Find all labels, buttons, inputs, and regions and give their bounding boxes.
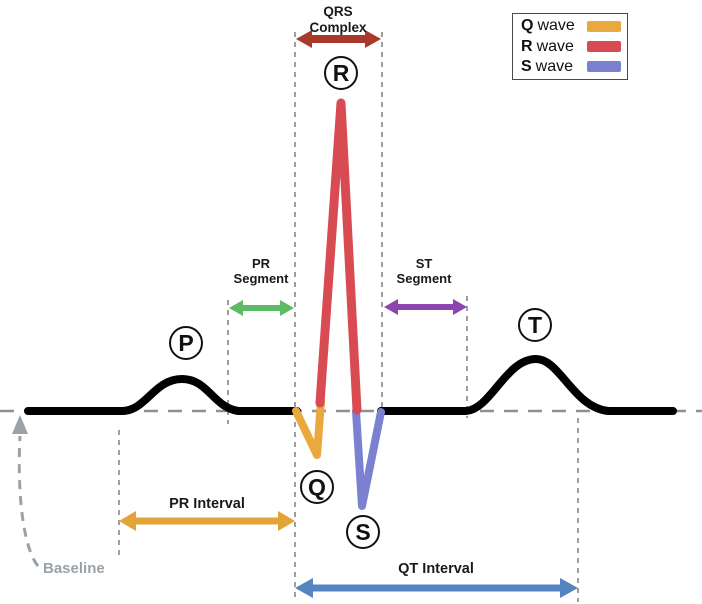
r-wave-marker: R [324, 56, 358, 90]
t-wave-letter: T [527, 311, 543, 338]
qt-interval-arrow-head-left [295, 578, 313, 598]
baseline-pointer-arrow-head [12, 415, 28, 434]
qt-interval-label: QT Interval [398, 561, 474, 577]
legend-s-letter: S [521, 57, 532, 75]
legend-r-swatch [587, 41, 621, 52]
qt-interval-arrow-head-right [560, 578, 578, 598]
qrs-complex-label-line2: Complex [309, 19, 367, 35]
legend-r-swatch-rect [587, 41, 621, 52]
legend-s-swatch-rect [587, 61, 621, 73]
qrs-complex-arrow [296, 30, 381, 48]
s-wave-letter: S [355, 518, 371, 545]
qrs-complex-label-line1: QRS [323, 4, 353, 19]
s-wave-marker: S [346, 515, 380, 549]
st-segment-arrow [384, 299, 467, 315]
pr-segment-arrow-head-right [280, 300, 294, 316]
st-segment-arrow-head-right [453, 299, 467, 315]
legend-r-letter: R [521, 37, 533, 55]
r-wave-letter: R [332, 59, 350, 86]
legend-row-q-wave: Q wave [521, 16, 621, 36]
baseline-label: Baseline [43, 560, 105, 577]
qrs-arrow-head-left [296, 30, 312, 48]
p-wave-letter: P [178, 329, 194, 356]
st-segment-arrow-head-left [384, 299, 398, 315]
p-wave-marker: P [169, 326, 203, 360]
st-segment-label-line2: Segment [396, 270, 452, 286]
trace-r-wave [315, 98, 362, 415]
trace-p-wave-segment [24, 375, 301, 415]
qrs-complex-label: QRS Complex [309, 4, 366, 35]
pr-interval-label: PR Interval [169, 496, 245, 512]
st-segment-label-line1: ST [415, 256, 433, 271]
pr-interval-arrow-head-right [278, 511, 295, 531]
legend-q-letter: Q [521, 17, 534, 35]
trace-s-wave [352, 407, 385, 510]
legend-q-text: wave [537, 17, 575, 35]
pr-segment-label-line2: Segment [233, 270, 289, 286]
legend: Q wave R wave S wave [512, 13, 628, 80]
trace-t-wave-segment [377, 355, 677, 415]
qt-interval-arrow [295, 578, 578, 598]
pr-segment-arrow [229, 300, 294, 316]
trace-q-wave [292, 397, 325, 459]
t-wave-marker: T [518, 308, 552, 342]
legend-row-r-wave: R wave [521, 37, 621, 57]
st-segment-label: ST Segment [396, 256, 452, 287]
baseline-pointer [12, 415, 40, 567]
legend-q-swatch-rect [587, 20, 621, 32]
q-wave-marker: Q [300, 470, 334, 504]
legend-r-text: wave [536, 37, 574, 55]
qrs-arrow-head-right [365, 30, 381, 48]
pr-segment-label: PR Segment [233, 256, 289, 287]
legend-s-swatch [587, 61, 621, 73]
legend-row-s-wave: S wave [521, 57, 621, 77]
baseline-pointer-curve [17, 435, 40, 567]
ecg-trace [24, 98, 677, 510]
legend-s-text: wave [535, 57, 574, 75]
pr-segment-label-line1: PR [251, 256, 271, 271]
pr-interval-arrow-head-left [119, 511, 136, 531]
pr-interval-arrow [119, 511, 295, 531]
legend-q-swatch [587, 20, 621, 32]
pr-segment-arrow-head-left [229, 300, 243, 316]
q-wave-letter: Q [308, 473, 326, 500]
